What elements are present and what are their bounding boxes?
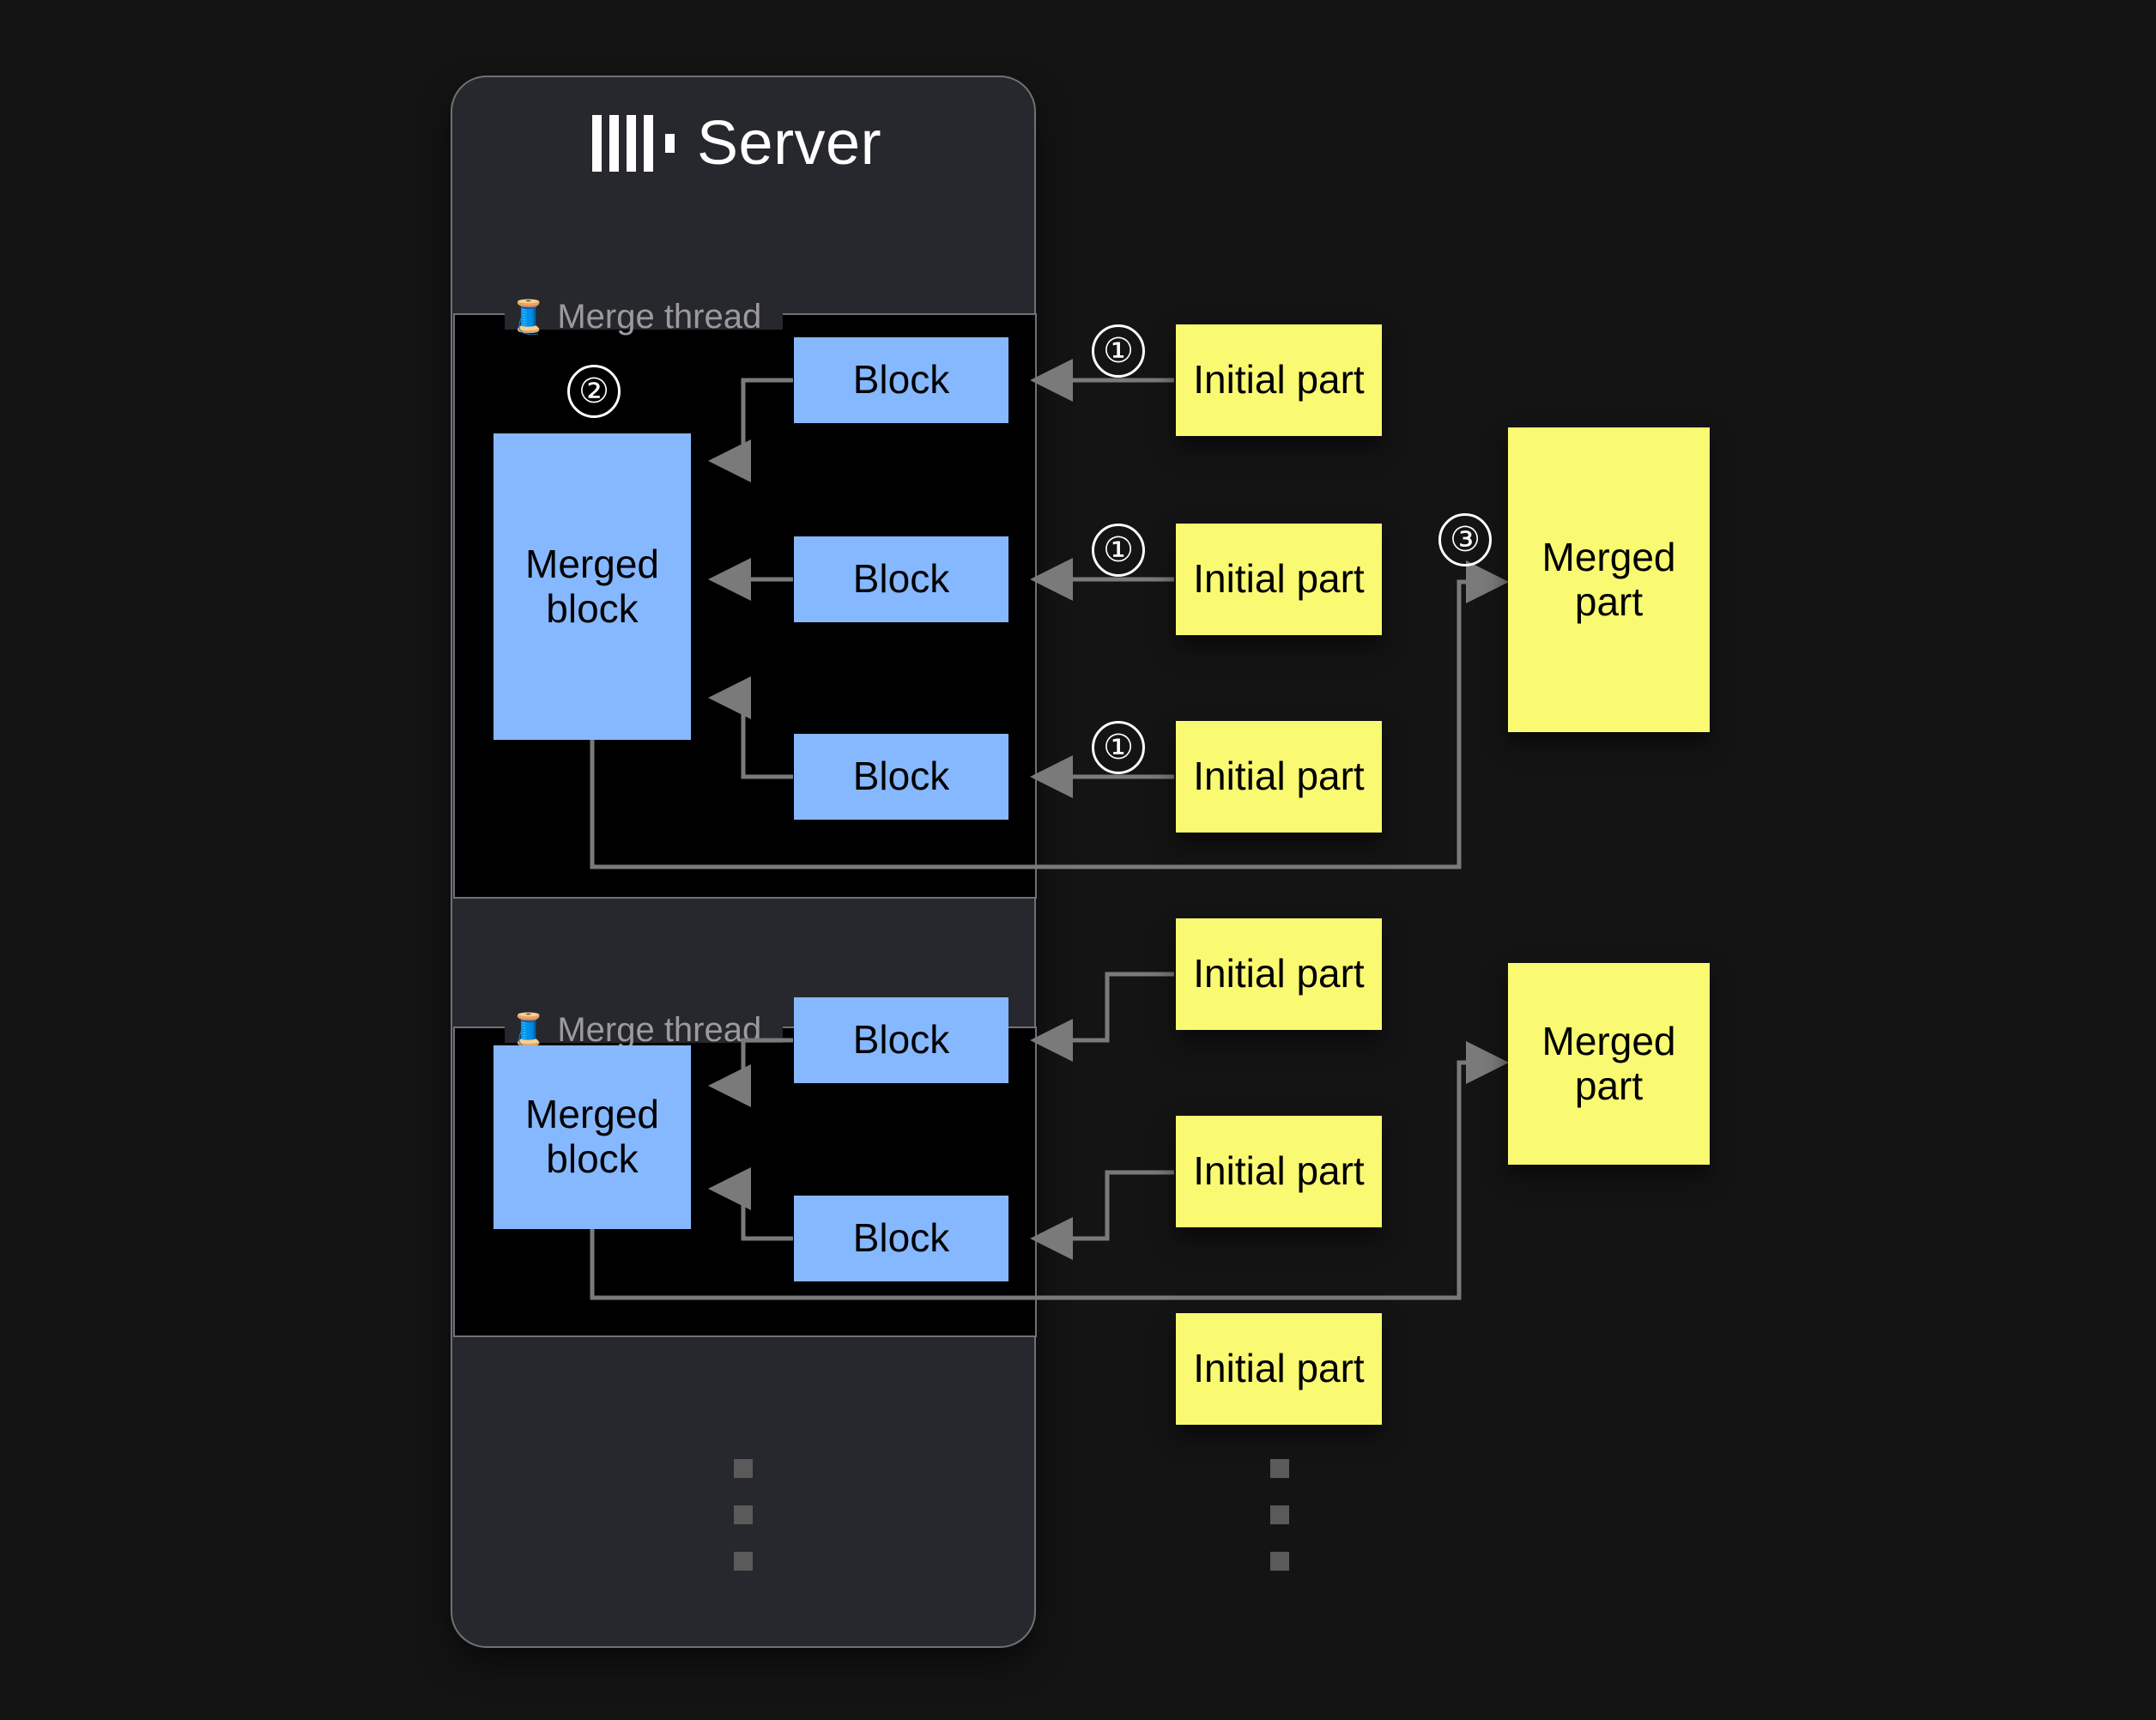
block-label-1a: Block xyxy=(852,357,950,403)
step-marker-3: ③ xyxy=(1438,513,1492,566)
step-marker-1c: ① xyxy=(1092,721,1145,774)
merged-block-label-1: Merged block xyxy=(525,541,659,631)
merge-label-mask-1 xyxy=(505,299,783,330)
block-label-1c: Block xyxy=(852,754,950,799)
initial-part-label-1b: Initial part xyxy=(1193,556,1365,602)
arrow-initial-to-block-2a xyxy=(1030,972,1174,1062)
merged-block-label-2: Merged block xyxy=(525,1092,659,1181)
arrow-block-to-merged-2b xyxy=(708,1167,793,1241)
ellipsis-dot xyxy=(1270,1552,1289,1571)
server-title: Server xyxy=(592,108,881,179)
initial-part-label-1a: Initial part xyxy=(1193,357,1365,403)
merge-thread-label-1: 🧵 Merge thread xyxy=(508,298,770,336)
merged-part-1: Merged part xyxy=(1508,427,1710,732)
block-2a: Block xyxy=(794,997,1008,1083)
block-2b: Block xyxy=(794,1196,1008,1281)
parts-ellipsis xyxy=(1270,1459,1289,1571)
initial-part-1a: Initial part xyxy=(1176,324,1382,436)
ellipsis-dot xyxy=(734,1459,753,1478)
initial-part-label-1c: Initial part xyxy=(1193,754,1365,799)
initial-part-2a: Initial part xyxy=(1176,918,1382,1030)
arrow-merged-block-to-merged-part-2 xyxy=(590,1041,1509,1300)
arrow-block-to-merged-2a xyxy=(708,1038,793,1107)
step-marker-1a-text: ① xyxy=(1103,332,1134,370)
thread-spool-icon: 🧵 xyxy=(508,299,549,336)
ellipsis-dot xyxy=(1270,1459,1289,1478)
thread-spool-icon: 🧵 xyxy=(508,1012,549,1049)
initial-part-1c: Initial part xyxy=(1176,721,1382,833)
initial-part-label-2c: Initial part xyxy=(1193,1346,1365,1391)
block-label-1b: Block xyxy=(852,556,950,602)
arrow-block-to-merged-1a xyxy=(708,378,793,482)
server-title-text: Server xyxy=(697,109,882,178)
ellipsis-dot xyxy=(1270,1505,1289,1524)
step-marker-2-text: ② xyxy=(578,372,609,410)
merged-block-2: Merged block xyxy=(494,1045,691,1229)
clickhouse-logo-icon xyxy=(592,115,675,172)
initial-part-2b: Initial part xyxy=(1176,1116,1382,1227)
merge-label-mask-2 xyxy=(505,1012,783,1043)
step-marker-3-text: ③ xyxy=(1450,521,1481,559)
merged-block-1: Merged block xyxy=(494,433,691,740)
block-label-2a: Block xyxy=(852,1017,950,1063)
initial-part-1b: Initial part xyxy=(1176,524,1382,635)
block-1c: Block xyxy=(794,734,1008,820)
initial-part-2c: Initial part xyxy=(1176,1313,1382,1425)
ellipsis-dot xyxy=(734,1505,753,1524)
initial-part-label-2b: Initial part xyxy=(1193,1148,1365,1194)
step-marker-2: ② xyxy=(567,365,621,418)
block-1a: Block xyxy=(794,337,1008,423)
merged-part-label-2: Merged part xyxy=(1541,1018,1676,1108)
initial-part-label-2a: Initial part xyxy=(1193,951,1365,996)
step-marker-1b: ① xyxy=(1092,524,1145,577)
arrow-merged-block-to-merged-part-1 xyxy=(590,560,1509,869)
server-ellipsis xyxy=(734,1459,753,1571)
arrow-initial-to-block-2b xyxy=(1030,1170,1174,1260)
block-label-2b: Block xyxy=(852,1215,950,1261)
merged-part-2: Merged part xyxy=(1508,963,1710,1165)
merged-part-label-1: Merged part xyxy=(1541,534,1676,624)
step-marker-1b-text: ① xyxy=(1103,531,1134,569)
merge-thread-label-text-2: Merge thread xyxy=(557,1011,762,1049)
ellipsis-dot xyxy=(734,1552,753,1571)
merge-thread-label-text-1: Merge thread xyxy=(557,298,762,336)
merge-thread-label-2: 🧵 Merge thread xyxy=(508,1011,770,1050)
block-1b: Block xyxy=(794,536,1008,622)
arrow-block-to-merged-1c xyxy=(708,676,793,779)
step-marker-1a: ① xyxy=(1092,324,1145,378)
step-marker-1c-text: ① xyxy=(1103,729,1134,766)
